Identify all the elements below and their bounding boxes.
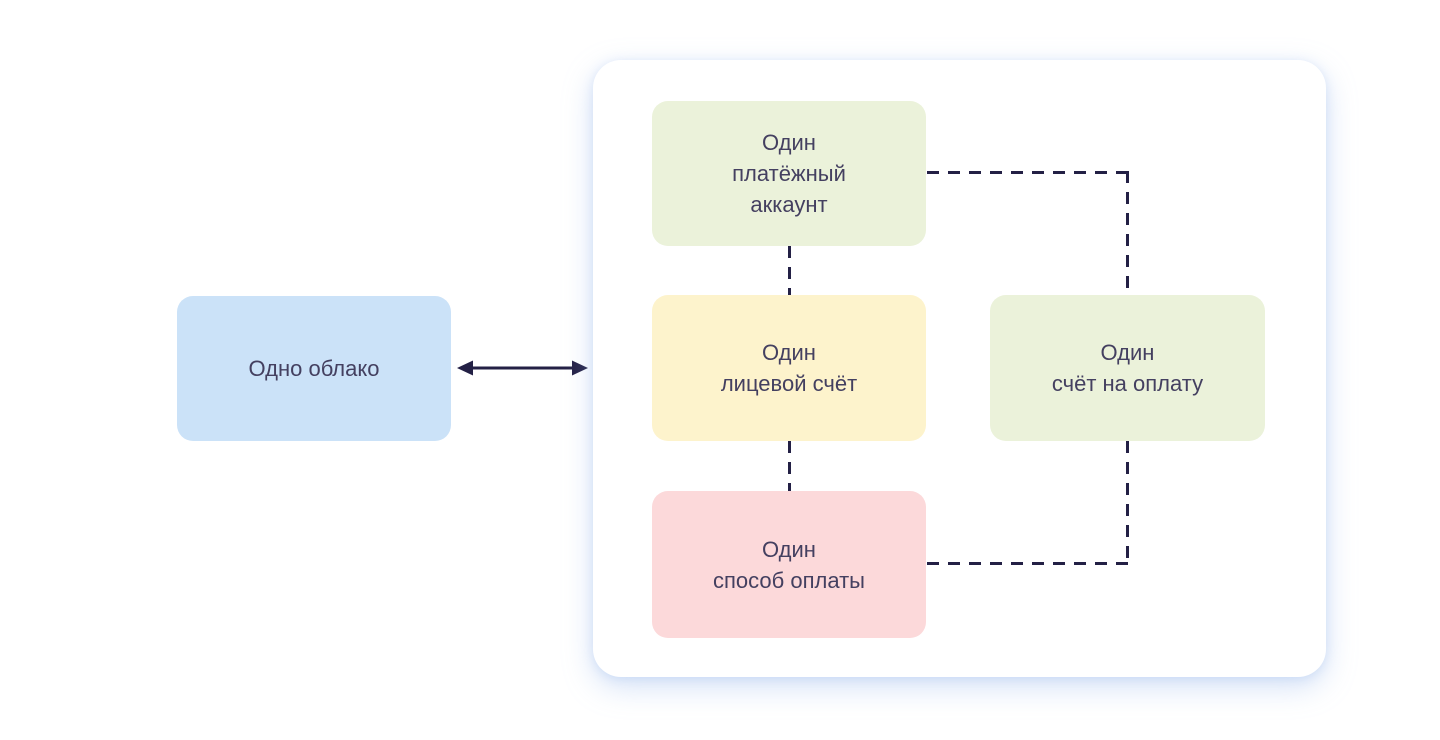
double-arrow-icon [457, 360, 588, 376]
payment-method-label: Один способ оплаты [713, 536, 865, 593]
payment-account-node: Один платёжный аккаунт [652, 101, 926, 246]
invoice-node: Один счёт на оплату [990, 295, 1265, 441]
cloud-node-label: Одно облако [248, 356, 380, 381]
connector-payment-account-to-invoice-horizontal [927, 171, 1127, 174]
payment-method-node: Один способ оплаты [652, 491, 926, 638]
connector-billing-account-to-payment-method [788, 441, 791, 491]
cloud-node: Одно облако [177, 296, 451, 441]
connector-invoice-to-payment-method-horizontal [927, 562, 1129, 565]
connector-payment-account-to-billing-account [788, 246, 791, 295]
billing-account-node: Один лицевой счёт [652, 295, 926, 441]
payment-account-label: Один платёжный аккаунт [732, 130, 846, 217]
billing-account-label: Один лицевой счёт [720, 340, 858, 396]
connector-invoice-to-payment-method-vertical [1126, 441, 1129, 565]
invoice-label: Один счёт на оплату [1051, 340, 1204, 396]
connector-payment-account-to-invoice-vertical [1126, 171, 1129, 295]
relations-panel: Один платёжный аккаунт Один лицевой счёт… [593, 60, 1326, 677]
